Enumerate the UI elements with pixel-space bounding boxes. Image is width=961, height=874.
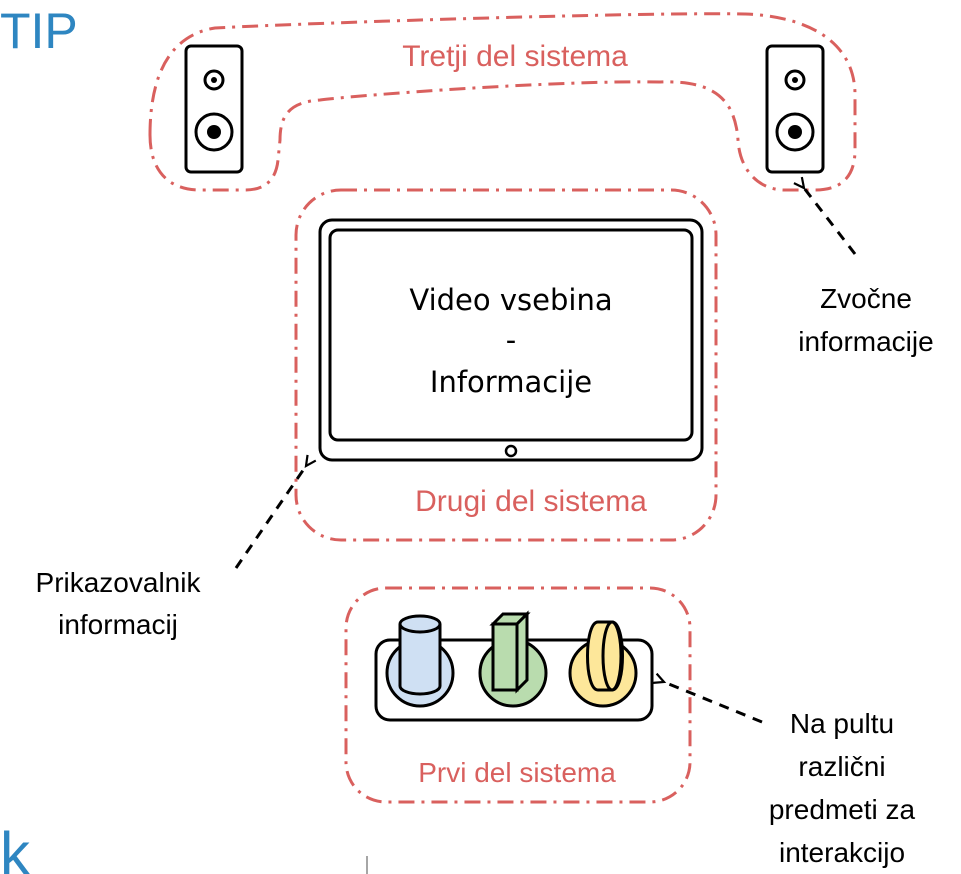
objects-arrow — [652, 672, 763, 724]
audio-arrow — [793, 176, 857, 255]
objects-annotation-line-3: predmeti za — [769, 794, 916, 825]
objects-annotation-line-4: interakcijo — [779, 837, 905, 868]
screen-line-3: Informacije — [430, 365, 592, 399]
bottom-fragment: k — [0, 820, 31, 874]
display-annotation-line-1: Prikazovalnik — [36, 567, 202, 598]
display-arrow — [234, 454, 317, 569]
group-outline-first — [344, 586, 692, 804]
audio-annotation-line-1: Zvočne — [820, 283, 912, 314]
screen-line-2: - — [506, 323, 516, 357]
display-annotation-line-2: informacij — [58, 609, 178, 640]
screen-line-1: Video vsebina — [409, 283, 612, 317]
title-fragment: TIP — [0, 3, 78, 59]
group-label-second: Drugi del sistema — [415, 485, 647, 518]
group-label-third: Tretji del sistema — [402, 40, 628, 73]
display-icon — [318, 218, 704, 462]
objects-annotation-line-1: Na pultu — [790, 708, 894, 739]
disc-object-icon — [568, 620, 638, 708]
cylinder-object-icon — [385, 614, 455, 708]
speaker-left-icon — [184, 44, 244, 174]
group-outline-third — [148, 12, 857, 192]
group-label-first: Prvi del sistema — [418, 757, 616, 788]
group-outline-second — [294, 188, 718, 542]
speaker-right-icon — [765, 44, 825, 174]
box-object-icon — [478, 610, 548, 708]
audio-annotation-line-2: informacije — [798, 326, 933, 357]
objects-annotation-line-2: različni — [798, 751, 885, 782]
